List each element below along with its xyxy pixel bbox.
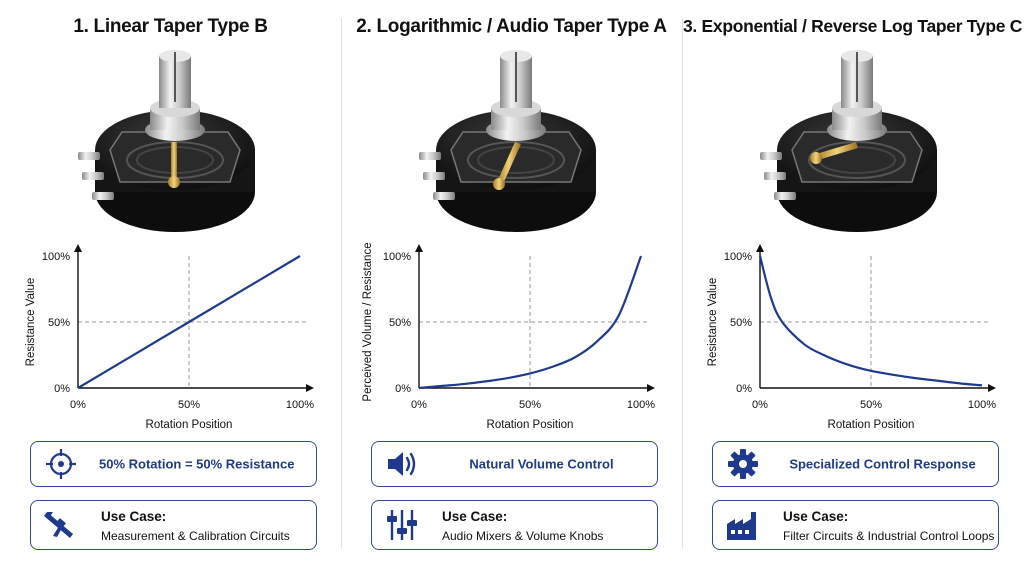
x-axis-label: Rotation Position bbox=[487, 419, 574, 431]
column-divider bbox=[682, 18, 683, 548]
x-tick-label: 0% bbox=[70, 399, 86, 411]
y-tick-label: 100% bbox=[383, 251, 411, 263]
potentiometer-image bbox=[78, 50, 255, 232]
taper-chart: 0% 50% 100% 0% 50% 100% Rotation Position Resis… bbox=[0, 238, 341, 438]
x-tick-label: 50% bbox=[860, 399, 882, 411]
use-case-box: Use Case: Audio Mixers & Volume Knobs bbox=[371, 500, 658, 550]
use-case-text: Measurement & Calibration Circuits bbox=[101, 529, 290, 543]
y-axis-arrow bbox=[756, 244, 764, 252]
y-axis-label: Resistance Value bbox=[25, 278, 37, 367]
use-case-box: Use Case: Filter Circuits & Industrial C… bbox=[712, 500, 999, 550]
use-case-text: Audio Mixers & Volume Knobs bbox=[442, 529, 604, 543]
feature-text: Natural Volume Control bbox=[469, 456, 614, 472]
feature-text: Specialized Control Response bbox=[789, 456, 976, 472]
use-case-box: Use Case: Measurement & Calibration Circ… bbox=[30, 500, 317, 550]
use-case-label: Use Case: bbox=[442, 509, 508, 524]
x-axis-label: Rotation Position bbox=[146, 419, 233, 431]
y-tick-label: 50% bbox=[730, 317, 752, 329]
x-tick-label: 50% bbox=[178, 399, 200, 411]
x-tick-label: 0% bbox=[411, 399, 427, 411]
potentiometer-image bbox=[419, 50, 596, 232]
y-tick-label: 50% bbox=[389, 317, 411, 329]
y-axis-label: Resistance Value bbox=[707, 278, 719, 367]
y-axis-label: Perceived Volume / Resistance bbox=[362, 242, 374, 401]
gear-icon bbox=[728, 449, 758, 479]
chart-svg: 0% 50% 100% 0% 50% 100% Rotation Position Resis… bbox=[25, 244, 314, 431]
mixer-faders-icon bbox=[387, 510, 417, 540]
y-tick-label: 0% bbox=[736, 383, 752, 395]
factory-icon bbox=[727, 512, 756, 540]
x-tick-label: 100% bbox=[627, 399, 655, 411]
feature-text: 50% Rotation = 50% Resistance bbox=[99, 456, 295, 472]
x-tick-label: 0% bbox=[752, 399, 768, 411]
x-tick-label: 100% bbox=[286, 399, 314, 411]
crosshair-icon bbox=[46, 449, 76, 479]
speaker-icon bbox=[388, 452, 416, 476]
feature-box: 50% Rotation = 50% Resistance bbox=[30, 441, 317, 487]
chart-svg: 0% 50% 100% 0% 50% 100% Rotation Position Resis… bbox=[707, 244, 996, 431]
taper-chart: 0% 50% 100% 0% 50% 100% Rotation Position Perce… bbox=[341, 238, 682, 438]
x-axis-label: Rotation Position bbox=[828, 419, 915, 431]
use-case-text: Filter Circuits & Industrial Control Loo… bbox=[783, 529, 995, 543]
series-line bbox=[758, 255, 983, 387]
series-line bbox=[418, 255, 643, 390]
feature-box: Specialized Control Response bbox=[712, 441, 999, 487]
x-tick-label: 100% bbox=[968, 399, 996, 411]
y-axis-arrow bbox=[415, 244, 423, 252]
y-tick-label: 0% bbox=[54, 383, 70, 395]
caliper-icon bbox=[44, 512, 73, 538]
x-axis-arrow bbox=[988, 384, 996, 392]
taper-chart: 0% 50% 100% 0% 50% 100% Rotation Position Resis… bbox=[682, 238, 1023, 438]
panel-exponential-taper: 3. Exponential / Reverse Log Taper Type … bbox=[682, 0, 1023, 576]
y-tick-label: 0% bbox=[395, 383, 411, 395]
panel-linear-taper: 1. Linear Taper Type B 0% 50% 100% 0% 50% 100… bbox=[0, 0, 341, 576]
column-divider bbox=[341, 18, 342, 548]
use-case-label: Use Case: bbox=[783, 509, 849, 524]
use-case-label: Use Case: bbox=[101, 509, 167, 524]
y-tick-label: 100% bbox=[724, 251, 752, 263]
panel-logarithmic-taper: 2. Logarithmic / Audio Taper Type A 0% 50… bbox=[341, 0, 682, 576]
x-axis-arrow bbox=[306, 384, 314, 392]
y-tick-label: 50% bbox=[48, 317, 70, 329]
x-tick-label: 50% bbox=[519, 399, 541, 411]
panel-title: 2. Logarithmic / Audio Taper Type A bbox=[356, 16, 667, 37]
x-axis-arrow bbox=[647, 384, 655, 392]
y-axis-arrow bbox=[74, 244, 82, 252]
chart-svg: 0% 50% 100% 0% 50% 100% Rotation Position Perce… bbox=[362, 242, 655, 431]
potentiometer-image bbox=[760, 50, 937, 232]
feature-box: Natural Volume Control bbox=[371, 441, 658, 487]
panel-title: 3. Exponential / Reverse Log Taper Type … bbox=[682, 16, 1023, 36]
y-tick-label: 100% bbox=[42, 251, 70, 263]
series-line bbox=[77, 255, 301, 389]
panel-title: 1. Linear Taper Type B bbox=[73, 16, 268, 37]
